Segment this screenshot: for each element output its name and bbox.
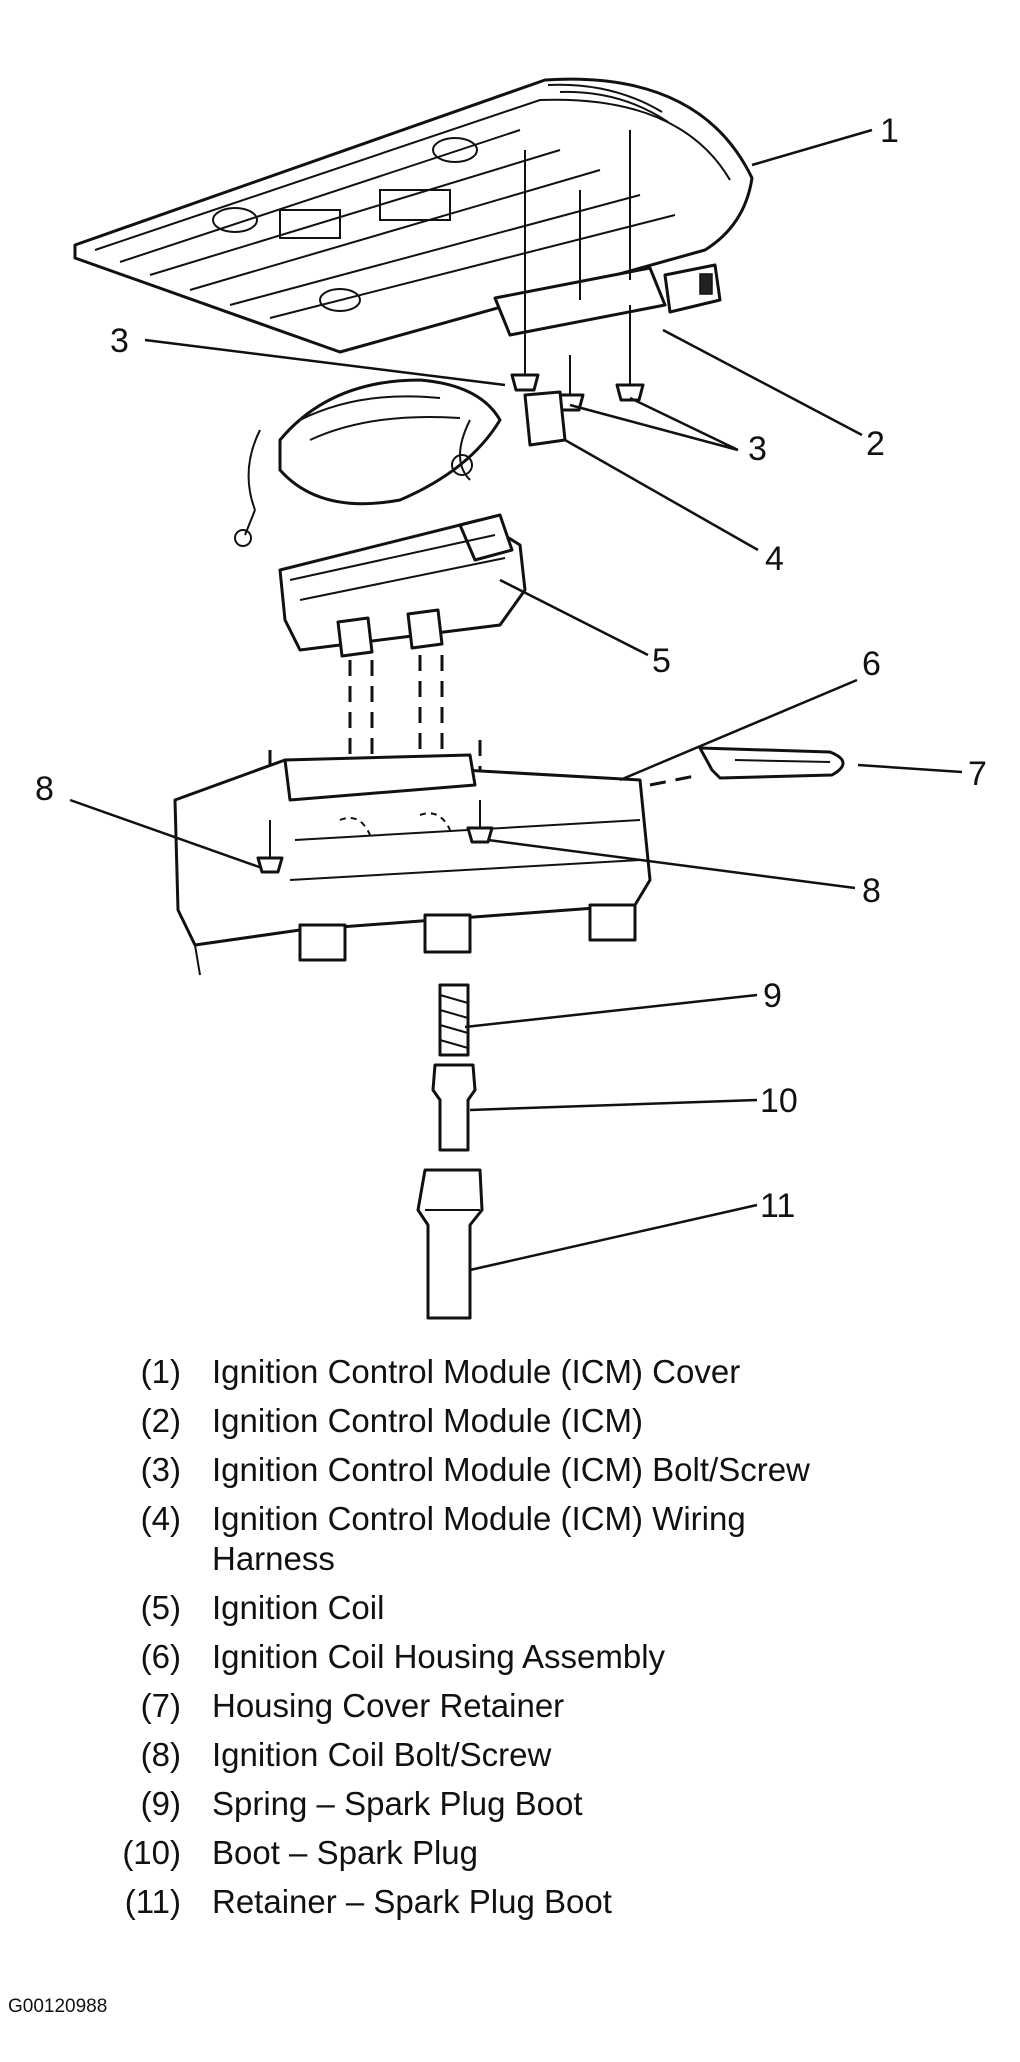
parts-legend: (1) Ignition Control Module (ICM) Cover (… xyxy=(105,1352,985,1931)
icm-cover xyxy=(73,77,754,354)
icm-module xyxy=(493,263,722,337)
legend-description: Spring – Spark Plug Boot xyxy=(212,1785,583,1822)
legend-item: (8) Ignition Coil Bolt/Screw xyxy=(105,1735,985,1775)
leader-lines xyxy=(69,128,963,1272)
ignition-coil-housing xyxy=(173,753,652,976)
legend-item: (5) Ignition Coil xyxy=(105,1588,985,1628)
legend-description: Retainer – Spark Plug Boot xyxy=(212,1883,612,1920)
ignition-coil xyxy=(278,513,527,658)
coil-bolts xyxy=(256,800,494,874)
legend-description: Ignition Control Module (ICM) Bolt/Screw xyxy=(212,1451,810,1488)
callout-6: 6 xyxy=(862,645,881,683)
callout-3a: 3 xyxy=(110,322,129,360)
legend-description: Ignition Coil xyxy=(212,1589,385,1626)
legend-description: Ignition Control Module (ICM) xyxy=(212,1402,643,1439)
legend-number: (2) xyxy=(140,1402,181,1439)
callout-8b: 8 xyxy=(862,872,881,910)
legend-description: Ignition Coil Bolt/Screw xyxy=(212,1736,552,1773)
callout-5: 5 xyxy=(652,642,671,680)
legend-item: (11) Retainer – Spark Plug Boot xyxy=(105,1882,985,1922)
legend-description: Boot – Spark Plug xyxy=(212,1834,478,1871)
callout-9: 9 xyxy=(763,977,782,1015)
legend-item: (2) Ignition Control Module (ICM) xyxy=(105,1401,985,1441)
legend-number: (8) xyxy=(140,1736,181,1773)
legend-item: (6) Ignition Coil Housing Assembly xyxy=(105,1637,985,1677)
legend-description: Housing Cover Retainer xyxy=(212,1687,565,1724)
legend-number: (5) xyxy=(140,1589,181,1626)
legend-number: (4) xyxy=(140,1500,181,1537)
callout-7: 7 xyxy=(968,755,987,793)
legend-item: (10) Boot – Spark Plug xyxy=(105,1833,985,1873)
callout-1: 1 xyxy=(880,112,899,150)
legend-number: (11) xyxy=(124,1883,181,1920)
legend-number: (6) xyxy=(140,1638,181,1675)
spark-plug-boot-stack xyxy=(416,983,484,1320)
callout-3b: 3 xyxy=(748,430,767,468)
legend-number: (9) xyxy=(140,1785,181,1822)
legend-item: (3) Ignition Control Module (ICM) Bolt/Sc… xyxy=(105,1450,985,1490)
figure-id: G00120988 xyxy=(8,1996,108,2017)
legend-item: (4) Ignition Control Module (ICM) Wiring … xyxy=(105,1499,985,1579)
callout-10: 10 xyxy=(760,1082,798,1120)
callout-8a: 8 xyxy=(35,770,54,808)
legend-item: (9) Spring – Spark Plug Boot xyxy=(105,1784,985,1824)
callout-11: 11 xyxy=(760,1187,795,1225)
callout-2: 2 xyxy=(866,425,885,463)
legend-number: (3) xyxy=(140,1451,181,1488)
legend-item: (7) Housing Cover Retainer xyxy=(105,1686,985,1726)
housing-cover-retainer xyxy=(698,746,845,780)
legend-number: (1) xyxy=(140,1353,181,1390)
exploded-view-diagram: 1 2 3 3 4 5 6 7 8 8 9 10 11 xyxy=(35,77,987,1320)
legend-number: (7) xyxy=(140,1687,181,1724)
callout-labels: 1 2 3 3 4 5 6 7 8 8 9 10 11 xyxy=(35,112,987,1225)
legend-item: (1) Ignition Control Module (ICM) Cover xyxy=(105,1352,985,1392)
legend-description: Ignition Coil Housing Assembly xyxy=(212,1638,666,1675)
legend-number: (10) xyxy=(122,1834,181,1871)
legend-description: Ignition Control Module (ICM) Cover xyxy=(212,1353,741,1390)
legend-description: Ignition Control Module (ICM) Wiring Har… xyxy=(212,1500,746,1577)
callout-4: 4 xyxy=(765,540,784,578)
icm-wiring-harness xyxy=(234,378,567,547)
